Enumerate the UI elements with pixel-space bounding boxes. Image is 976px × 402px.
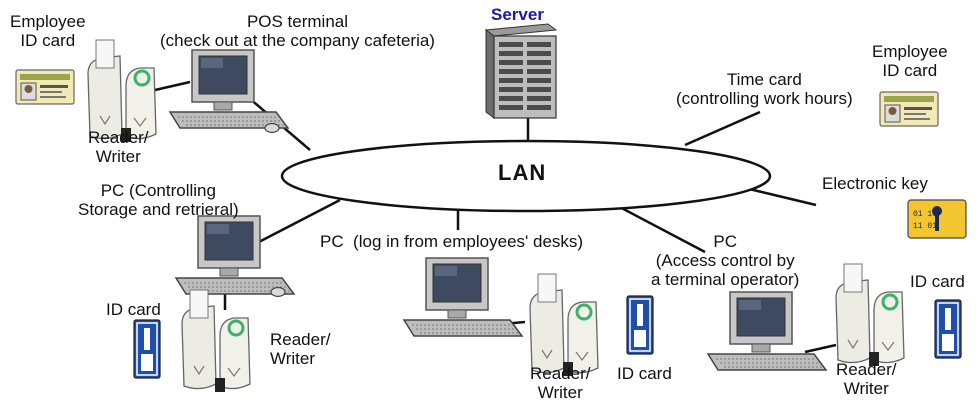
electronic-key-label: Electronic key [822, 174, 928, 193]
pc-login-label: PC (log in from employees' desks) [320, 232, 584, 251]
mouse-icon [264, 122, 280, 134]
electronic-key-icon: 01 10 11 01 [907, 199, 967, 239]
employee-id-card-label-left: Employee ID card [10, 12, 86, 50]
pos-terminal-computer-icon [169, 49, 289, 129]
id-card-label-bottom-right: ID card [910, 272, 965, 291]
pc-storage-label: PC (Controlling Storage and retrieral) [78, 181, 239, 219]
card-reader-icon [86, 38, 158, 144]
pos-terminal-label: POS terminal (check out at the company c… [160, 12, 435, 50]
employee-card-icon [15, 69, 75, 105]
id-card-label-bottom-left: ID card [106, 300, 161, 319]
key-digits-text: 01 10 [913, 210, 937, 219]
reader-writer-label-bottom-left: Reader/ Writer [270, 330, 331, 368]
login-pc-computer-icon [403, 257, 523, 337]
lan-label: LAN [498, 160, 547, 185]
svg-text:11 01: 11 01 [913, 222, 937, 231]
lan-connections [154, 80, 837, 354]
server-rack-icon [484, 23, 558, 119]
mouse-icon [270, 286, 286, 298]
storage-pc-computer-icon [175, 215, 295, 295]
reader-writer-label-bottom-middle: Reader/ Writer [530, 364, 591, 402]
card-reader-icon [180, 288, 252, 394]
server-label: Server [491, 5, 544, 24]
id-card-icon [626, 295, 654, 355]
id-card-icon [133, 319, 161, 379]
card-reader-icon [834, 262, 906, 368]
lan-ellipse [280, 139, 772, 213]
access-pc-computer-icon [707, 291, 827, 371]
pc-access-label: PC (Access control by a terminal operato… [651, 232, 800, 289]
id-card-label-bottom-middle: ID card [617, 364, 672, 383]
employee-id-card-label-right: Employee ID card [872, 42, 948, 80]
id-card-icon [934, 299, 962, 359]
reader-writer-label-top-left: Reader/ Writer [88, 128, 149, 166]
card-reader-icon [528, 272, 600, 378]
employee-card-icon [879, 91, 939, 127]
time-card-label: Time card (controlling work hours) [676, 70, 853, 108]
reader-writer-label-bottom-right: Reader/ Writer [836, 360, 897, 398]
